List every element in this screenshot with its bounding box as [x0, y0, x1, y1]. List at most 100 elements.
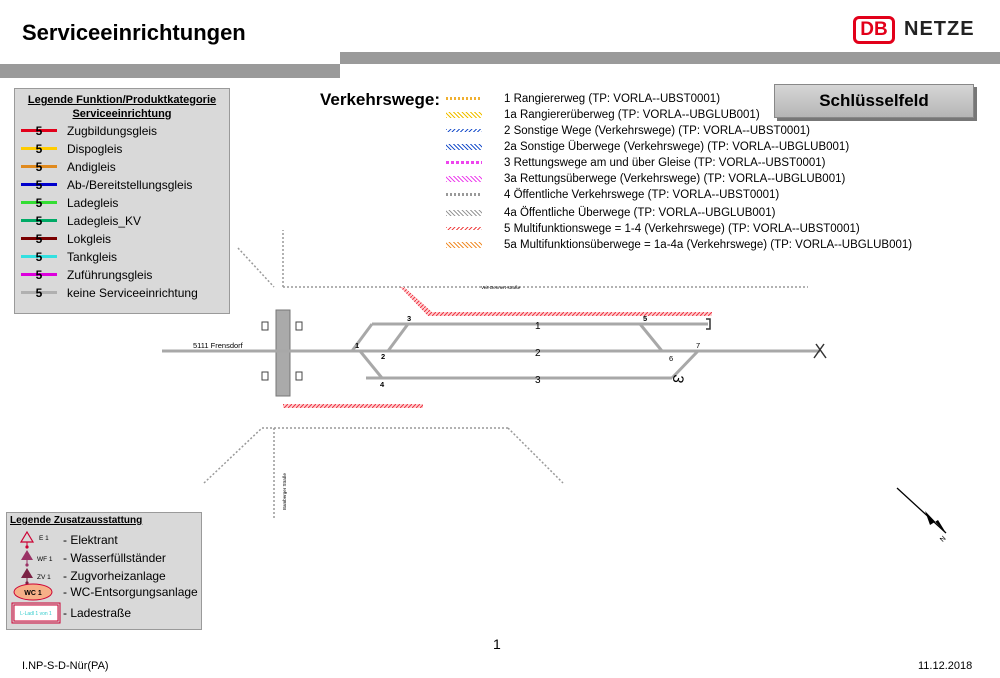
legend-equipment-title: Legende Zusatzausstattung — [10, 515, 143, 526]
legend-function-label: Lokgleis — [67, 232, 112, 246]
legend-function-item: 5 Dispogleis — [21, 141, 122, 157]
verkehrsweg-label: 1 Rangiererweg (TP: VORLA--UBST0001) — [504, 92, 721, 105]
svg-text:L-Ladl 1 von 1: L-Ladl 1 von 1 — [20, 611, 52, 617]
signal-icon — [261, 321, 303, 381]
verkehrsweg-item: 3a Rettungsüberwege (Verkehrswege) (TP: … — [446, 171, 845, 186]
verkehrsweg-item: 3 Rettungswege am und über Gleise (TP: V… — [446, 155, 826, 170]
line-reference: 5111 Frensdorf — [193, 341, 244, 350]
svg-text:E 1: E 1 — [39, 535, 49, 542]
verkehrsweg-item: 1a Rangiererüberweg (TP: VORLA--UBGLUB00… — [446, 107, 760, 122]
legend-swatch-number: 5 — [35, 124, 43, 138]
legend-equipment-item-loading-road: L-Ladl 1 von 1 - Ladestraße — [11, 601, 131, 625]
switch-label-2: 2 — [381, 352, 385, 361]
road-name-vertical: Bamberger Straße — [282, 472, 287, 510]
svg-text:WF 1: WF 1 — [37, 556, 53, 563]
verkehrsweg-item: 5a Multifunktionsüberwege = 1a-4a (Verke… — [446, 237, 912, 252]
footer-date: 11.12.2018 — [918, 660, 973, 672]
legend-swatch: 5 — [21, 141, 57, 157]
db-logo: DB — [853, 16, 895, 44]
legend-function-title-line1: Legende Funktion/Produktkategorie — [27, 94, 217, 106]
loading-road-icon: L-Ladl 1 von 1 — [11, 601, 63, 625]
legend-function-label: Ladegleis — [67, 196, 119, 210]
legend-function-label: Zuführungsgleis — [67, 268, 153, 282]
page-number: 1 — [493, 636, 501, 652]
legend-swatch: 5 — [21, 159, 57, 175]
switch-5-connector — [638, 323, 664, 352]
verkehrsweg-swatch — [446, 175, 482, 182]
legend-function-item: 5 Andigleis — [21, 159, 116, 175]
buffer-stop-track-1 — [706, 318, 711, 330]
verkehrsweg-label: 2 Sonstige Wege (Verkehrswege) (TP: VORL… — [504, 124, 810, 137]
svg-text:WC 1: WC 1 — [24, 590, 42, 597]
switch-label-6: 6 — [669, 354, 673, 363]
verkehrsweg-swatch — [446, 161, 482, 164]
legend-function-label: Dispogleis — [67, 142, 123, 156]
legend-swatch-number: 5 — [35, 142, 43, 156]
verkehrsweg-swatch — [446, 227, 482, 230]
legend-equipment-label: - Ladestraße — [63, 606, 132, 620]
verkehrsweg-label: 4a Öffentliche Überwege (TP: VORLA--UBGL… — [504, 206, 776, 219]
legend-swatch: 5 — [21, 231, 57, 247]
legend-function-item: 5 Ab-/Bereitstellungsgleis — [21, 177, 192, 193]
verkehrsweg-swatch — [446, 111, 482, 118]
verkehrsweg-label: 1a Rangiererüberweg (TP: VORLA--UBGLUB00… — [504, 108, 760, 121]
legend-swatch: 5 — [21, 123, 57, 139]
verkehrsweg-label: 3a Rettungsüberwege (Verkehrswege) (TP: … — [504, 172, 846, 185]
track-3-right-connector — [670, 349, 700, 380]
header-bar — [340, 52, 1000, 64]
legend-swatch: 5 — [21, 213, 57, 229]
switch-3-connector — [386, 323, 410, 352]
legend-swatch: 5 — [21, 177, 57, 193]
verkehrsweg-item: 1 Rangiererweg (TP: VORLA--UBST0001) — [446, 91, 720, 106]
verkehrsweg-swatch — [446, 97, 482, 100]
netze-logo-text: NETZE — [904, 18, 975, 40]
legend-function-item: 5 Ladegleis — [21, 195, 118, 211]
legend-swatch-number: 5 — [35, 232, 43, 246]
verkehrswege-title: Verkehrswege: — [320, 90, 441, 109]
verkehrsweg-swatch — [446, 241, 482, 248]
switch-label-1: 1 — [355, 341, 359, 350]
track-1-left-connector — [350, 323, 374, 352]
legend-swatch-number: 5 — [35, 178, 43, 192]
track-label-3: 3 — [535, 375, 541, 386]
switch-label-4: 4 — [380, 380, 385, 389]
verkehrsweg-label: 5 Multifunktionswege = 1-4 (Verkehrswege… — [504, 222, 860, 235]
legend-swatch-number: 5 — [35, 214, 43, 228]
verkehrsweg-label: 4 Öffentliche Verkehrswege (TP: VORLA--U… — [504, 188, 780, 201]
legend-equipment-label: - Wasserfüllständer — [63, 551, 166, 565]
legend-equipment-item-wc: WC 1 - WC-Entsorgungsanlage — [11, 581, 198, 603]
wc-disposal-icon: WC 1 — [11, 581, 63, 603]
legend-swatch: 5 — [21, 285, 57, 301]
track-label-2: 2 — [535, 348, 541, 359]
multifunction-path-top — [400, 287, 712, 316]
switch-label-3: 3 — [407, 314, 411, 323]
legend-equipment-label: - Zugvorheizanlage — [63, 569, 166, 583]
legend-swatch-number: 5 — [35, 196, 43, 210]
verkehrsweg-item: 2 Sonstige Wege (Verkehrswege) (TP: VORL… — [446, 123, 810, 138]
verkehrsweg-item: 2a Sonstige Überwege (Verkehrswege) (TP:… — [446, 139, 849, 154]
public-road-nw — [237, 247, 275, 288]
legend-function-label: Ab-/Bereitstellungsgleis — [67, 178, 193, 192]
verkehrsweg-label: 5a Multifunktionsüberwege = 1a-4a (Verke… — [504, 238, 913, 251]
legend-function-label: Andigleis — [67, 160, 116, 174]
legend-function-title: Legende Funktion/Produktkategorie Servic… — [15, 93, 229, 121]
legend-equipment-item-preheat: ZV 1 - Zugvorheizanlage — [11, 567, 166, 585]
station-name-box: Schlüsselfeld — [774, 84, 974, 118]
switch-label-5: 5 — [643, 314, 647, 323]
road-name-top: Veit-Dennert-straße — [481, 285, 521, 290]
legend-swatch-number: 5 — [35, 286, 43, 300]
multifunction-path-bottom — [283, 404, 423, 408]
verkehrsweg-swatch — [446, 209, 482, 216]
verkehrsweg-swatch — [446, 193, 482, 196]
legend-equipment-item-electrant: E 1 - Elektrant — [11, 530, 118, 549]
legend-equipment: Legende Zusatzausstattung E 1 - Elektran… — [6, 512, 202, 630]
verkehrsweg-swatch — [446, 143, 482, 150]
verkehrsweg-swatch — [446, 129, 482, 132]
legend-function-item: 5 Lokgleis — [21, 231, 111, 247]
electrant-icon: E 1 — [11, 530, 63, 549]
legend-function-title-line2: Serviceeinrichtung — [72, 108, 172, 120]
